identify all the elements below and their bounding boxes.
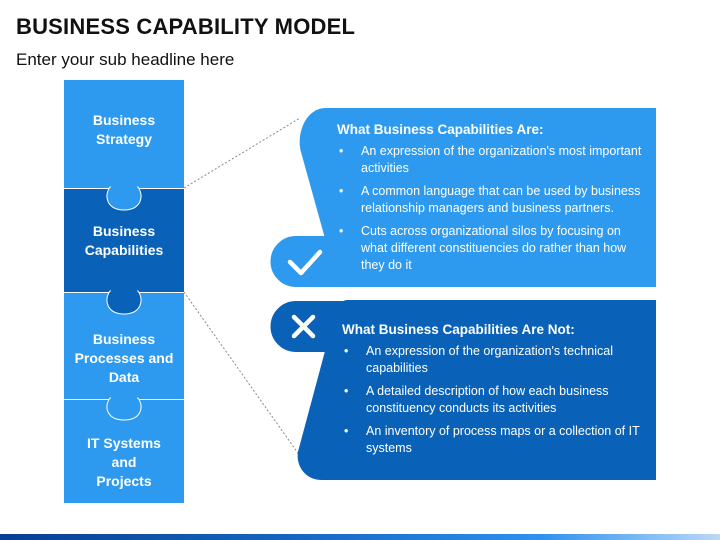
bullet-dot: •: [344, 344, 349, 358]
card-are-not-title: What Business Capabilities Are Not:: [342, 322, 575, 337]
card-are-bullet-2: • A common language that can be used by b…: [337, 183, 645, 217]
bullet-dot: •: [344, 384, 349, 398]
card-are-not-bullet-1: • An expression of the organization's tec…: [342, 343, 642, 377]
card-are-not-bullet-2: • A detailed description of how each busi…: [342, 383, 642, 417]
card-are-shape: [299, 108, 656, 287]
page-subtitle: Enter your sub headline here: [16, 50, 235, 69]
bullet-text: A detailed description of how each busin…: [366, 384, 609, 415]
bullet-dot: •: [339, 184, 344, 198]
card-are-not-shape: [297, 300, 656, 480]
card-are-bullet-1: • An expression of the organization's mos…: [337, 143, 645, 177]
piece-label-processes: Business Processes and Data: [74, 330, 174, 385]
piece-label-strategy: Business Strategy: [92, 112, 156, 147]
card-are-title: What Business Capabilities Are:: [337, 122, 544, 137]
puzzle-piece-strategy: [64, 80, 184, 211]
bullet-text: An inventory of process maps or a collec…: [366, 424, 640, 455]
bullet-dot: •: [339, 224, 344, 238]
card-are-bullet-3: • Cuts across organizational silos by foc…: [337, 223, 645, 274]
card-are-not-list: • An expression of the organization's tec…: [342, 343, 642, 457]
bullet-text: A common language that can be used by bu…: [361, 184, 641, 215]
footer-gradient-bar: [0, 534, 720, 540]
bullet-dot: •: [344, 424, 349, 438]
cross-icon: [291, 314, 316, 339]
piece-label-it-systems: IT Systems and Projects: [87, 434, 161, 489]
card-are-not: What Business Capabilities Are Not: • An …: [342, 322, 642, 463]
card-are-list: • An expression of the organization's mos…: [337, 143, 645, 274]
card-are: What Business Capabilities Are: • An expr…: [337, 122, 645, 280]
page-title: BUSINESS CAPABILITY MODEL: [16, 14, 356, 39]
check-icon: [287, 249, 323, 276]
piece-label-capabilities: Business Capabilities: [84, 223, 164, 258]
bullet-text: An expression of the organization's tech…: [366, 344, 613, 375]
bullet-dot: •: [339, 144, 344, 158]
card-are-not-bullet-3: • An inventory of process maps or a colle…: [342, 423, 642, 457]
bullet-text: An expression of the organization's most…: [361, 144, 642, 175]
connector-line-top: [183, 117, 301, 189]
bullet-text: Cuts across organizational silos by focu…: [361, 224, 627, 272]
connector-line-bottom: [183, 291, 301, 457]
